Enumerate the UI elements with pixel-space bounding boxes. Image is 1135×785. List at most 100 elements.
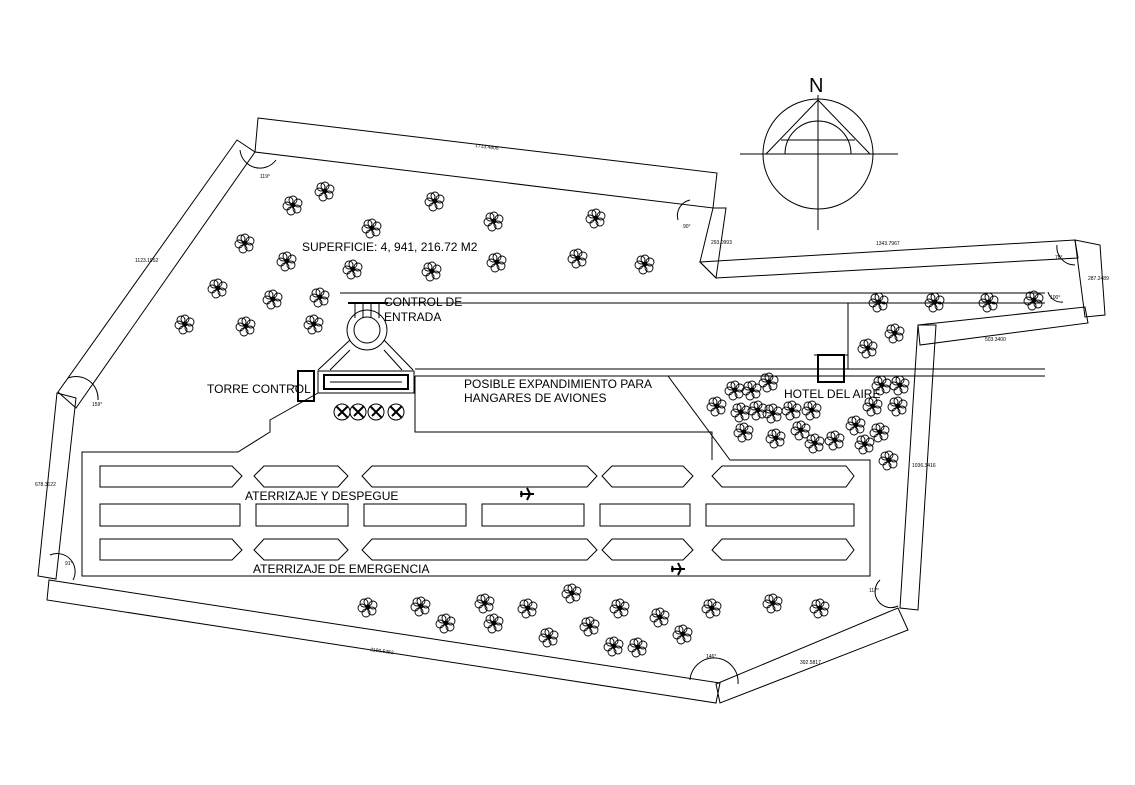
airplane-icon [520, 487, 534, 501]
control-tower [297, 370, 315, 402]
tree-icon [567, 248, 588, 269]
tree-icon [845, 415, 866, 436]
tree-icon [474, 593, 495, 614]
tree-icon [421, 261, 442, 282]
control-tower-label: TORRE CONTROL [207, 382, 311, 396]
dimension-labels: 1713.4806 1123.1952 678.3122 2190.5352 3… [35, 143, 1109, 666]
hangar-expansion-label: POSIBLE EXPANDIMIENTO PARA [464, 377, 652, 391]
tree-icon [276, 251, 297, 272]
tree-icon [758, 372, 779, 393]
angle-bottom-left: 91° [65, 561, 73, 567]
tree-icon [871, 375, 892, 396]
surface-label: SUPERFICIE: 4, 941, 216.72 M2 [302, 240, 478, 254]
hotel-label: HOTEL DEL AIRE [784, 387, 880, 401]
tree-icon [765, 428, 786, 449]
tree-icon [309, 287, 330, 308]
tree-icon [781, 400, 802, 421]
aircraft-parking-icon [333, 403, 351, 421]
angle-inner: 100° [1050, 295, 1060, 301]
tree-icon [869, 422, 890, 443]
tree-icon [483, 211, 504, 232]
aircraft-parking-icon [387, 403, 405, 421]
access-road [317, 292, 1045, 377]
north-arrow-icon: N [740, 75, 898, 230]
tree-icon [357, 597, 378, 618]
tree-icon [579, 616, 600, 637]
dim-left: 678.3122 [35, 482, 56, 488]
tree-icon [804, 433, 825, 454]
tree-icon [303, 314, 324, 335]
tree-icon [234, 233, 255, 254]
tree-icon [486, 252, 507, 273]
tree-icon [762, 593, 783, 614]
tree-icon [747, 400, 768, 421]
tree-icon [801, 400, 822, 421]
dim-top-left: 1123.1952 [135, 258, 158, 264]
tree-icon [809, 598, 830, 619]
angle-top-right: 90° [683, 224, 691, 230]
tree-icon [424, 191, 445, 212]
tree-icon [701, 598, 722, 619]
tree-icon [924, 292, 945, 313]
tree-icon [585, 208, 606, 229]
tree-icon [609, 598, 630, 619]
dim-bottom-right: 392.5817 [800, 660, 821, 666]
tree-icon [706, 396, 727, 417]
tree-icon [884, 323, 905, 344]
trees [174, 181, 1044, 658]
tree-icon [207, 278, 228, 299]
aircraft-parking [333, 403, 405, 421]
tree-icon [733, 422, 754, 443]
tree-icon [435, 613, 456, 634]
tree-icon [978, 292, 999, 313]
tree-icon [868, 292, 889, 313]
tree-icon [889, 375, 910, 396]
tree-icon [603, 636, 624, 657]
north-label: N [809, 75, 823, 97]
tree-icon [741, 380, 762, 401]
tree-icon [730, 402, 751, 423]
tree-icon [724, 380, 745, 401]
site-boundary [37, 117, 1106, 704]
tree-icon [634, 254, 655, 275]
tree-icon [517, 598, 538, 619]
dim-east-mid: 293.0993 [711, 240, 732, 246]
tree-icon [878, 450, 899, 471]
runway-emergency-label: ATERRIZAJE DE EMERGENCIA [253, 562, 429, 576]
tree-icon [282, 195, 303, 216]
dim-east-inner: 503.3400 [985, 337, 1006, 343]
dim-far-right: 287.2489 [1088, 276, 1109, 282]
tree-icon [672, 624, 693, 645]
runway-main-label: ATERRIZAJE Y DESPEGUE [245, 489, 398, 503]
runways [99, 465, 855, 561]
tree-icon [410, 596, 431, 617]
tree-icon [483, 613, 504, 634]
tree-icon [262, 289, 283, 310]
airplane-icon [671, 562, 685, 576]
tree-icon [790, 420, 811, 441]
entry-control-label-2: ENTRADA [384, 310, 441, 324]
tree-icon [314, 181, 335, 202]
tree-icon [862, 396, 883, 417]
aircraft-parking-icon [367, 403, 385, 421]
dim-east-top: 1343.7967 [876, 241, 900, 247]
tree-icon [824, 430, 845, 451]
dim-bottom: 2190.5352 [370, 647, 394, 656]
tree-icon [361, 218, 382, 239]
tree-icon [887, 396, 908, 417]
tree-icon [174, 314, 195, 335]
hangar-expansion-label-2: HANGARES DE AVIONES [464, 391, 606, 405]
tree-icon [627, 637, 648, 658]
angle-bottom: 146° [706, 654, 716, 660]
tree-icon [857, 338, 878, 359]
entry-control-label: CONTROL DE [384, 295, 462, 309]
angle-east-right: 78° [1055, 255, 1063, 261]
aircraft-parking-icon [349, 403, 367, 421]
tree-icon [342, 259, 363, 280]
airfield-boundary [81, 375, 871, 577]
plan-labels: SUPERFICIE: 4, 941, 216.72 M2 CONTROL DE… [207, 240, 880, 576]
tree-icon [854, 434, 875, 455]
angle-bottom-right: 117° [869, 588, 879, 594]
dim-top: 1713.4806 [475, 143, 499, 152]
tree-icon [561, 583, 582, 604]
